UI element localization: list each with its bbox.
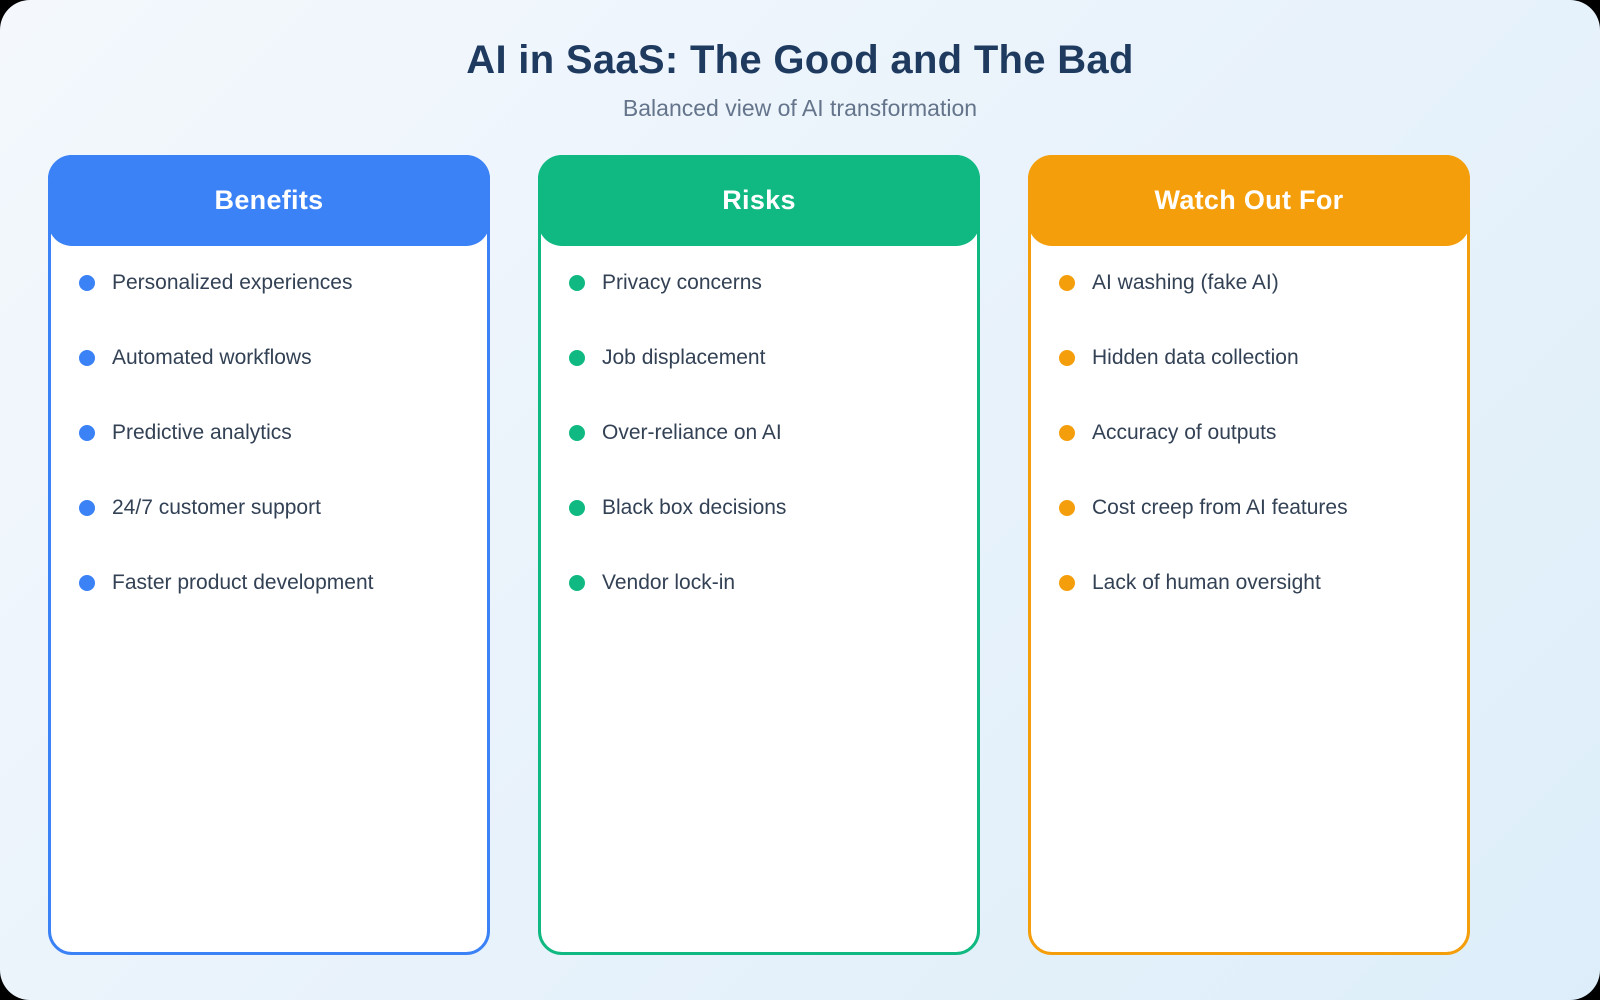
bullet-icon [79,425,95,441]
bullet-icon [569,500,585,516]
bullet-icon [569,425,585,441]
bullet-icon [1059,275,1075,291]
list-item-label: Cost creep from AI features [1092,496,1348,519]
page-subtitle: Balanced view of AI transformation [622,95,978,121]
watch-out-for-item-list: AI washing (fake AI) Hidden data collect… [1031,246,1467,597]
list-item: Black box decisions [569,494,953,522]
bullet-icon [1059,425,1075,441]
list-item: AI washing (fake AI) [1059,269,1443,297]
list-item-label: Automated workflows [112,346,312,369]
benefits-item-list: Personalized experiences Automated workf… [51,246,487,597]
list-item: Lack of human oversight [1059,569,1443,597]
list-item: Hidden data collection [1059,344,1443,372]
list-item: Predictive analytics [79,419,463,447]
list-item-label: Over-reliance on AI [602,421,782,444]
bullet-icon [569,575,585,591]
list-item: Over-reliance on AI [569,419,953,447]
watch-out-for-card-header: Watch Out For [1028,155,1470,246]
benefits-card-header: Benefits [48,155,490,246]
list-item: Job displacement [569,344,953,372]
list-item-label: Privacy concerns [602,271,762,294]
watch-out-for-card: Watch Out For AI washing (fake AI) Hidde… [1028,155,1470,955]
bullet-icon [79,350,95,366]
list-item: 24/7 customer support [79,494,463,522]
benefits-card: Benefits Personalized experiences Automa… [48,155,490,955]
list-item: Vendor lock-in [569,569,953,597]
list-item-label: Faster product development [112,571,374,594]
list-item: Personalized experiences [79,269,463,297]
list-item-label: Hidden data collection [1092,346,1299,369]
list-item-label: Lack of human oversight [1092,571,1321,594]
risks-item-list: Privacy concerns Job displacement Over-r… [541,246,977,597]
page-title: AI in SaaS: The Good and The Bad [466,38,1134,82]
bullet-icon [79,275,95,291]
list-item-label: 24/7 customer support [112,496,321,519]
list-item: Cost creep from AI features [1059,494,1443,522]
risks-card-header: Risks [538,155,980,246]
list-item: Faster product development [79,569,463,597]
list-item: Accuracy of outputs [1059,419,1443,447]
bullet-icon [79,500,95,516]
bullet-icon [79,575,95,591]
list-item-label: AI washing (fake AI) [1092,271,1279,294]
list-item-label: Predictive analytics [112,421,292,444]
list-item-label: Job displacement [602,346,766,369]
bullet-icon [569,350,585,366]
bullet-icon [1059,575,1075,591]
risks-card: Risks Privacy concerns Job displacement … [538,155,980,955]
list-item: Automated workflows [79,344,463,372]
columns-container: Benefits Personalized experiences Automa… [0,155,1600,955]
list-item-label: Black box decisions [602,496,787,519]
list-item-label: Accuracy of outputs [1092,421,1277,444]
bullet-icon [1059,500,1075,516]
list-item: Privacy concerns [569,269,953,297]
list-item-label: Vendor lock-in [602,571,736,594]
list-item-label: Personalized experiences [112,271,353,294]
bullet-icon [569,275,585,291]
bullet-icon [1059,350,1075,366]
